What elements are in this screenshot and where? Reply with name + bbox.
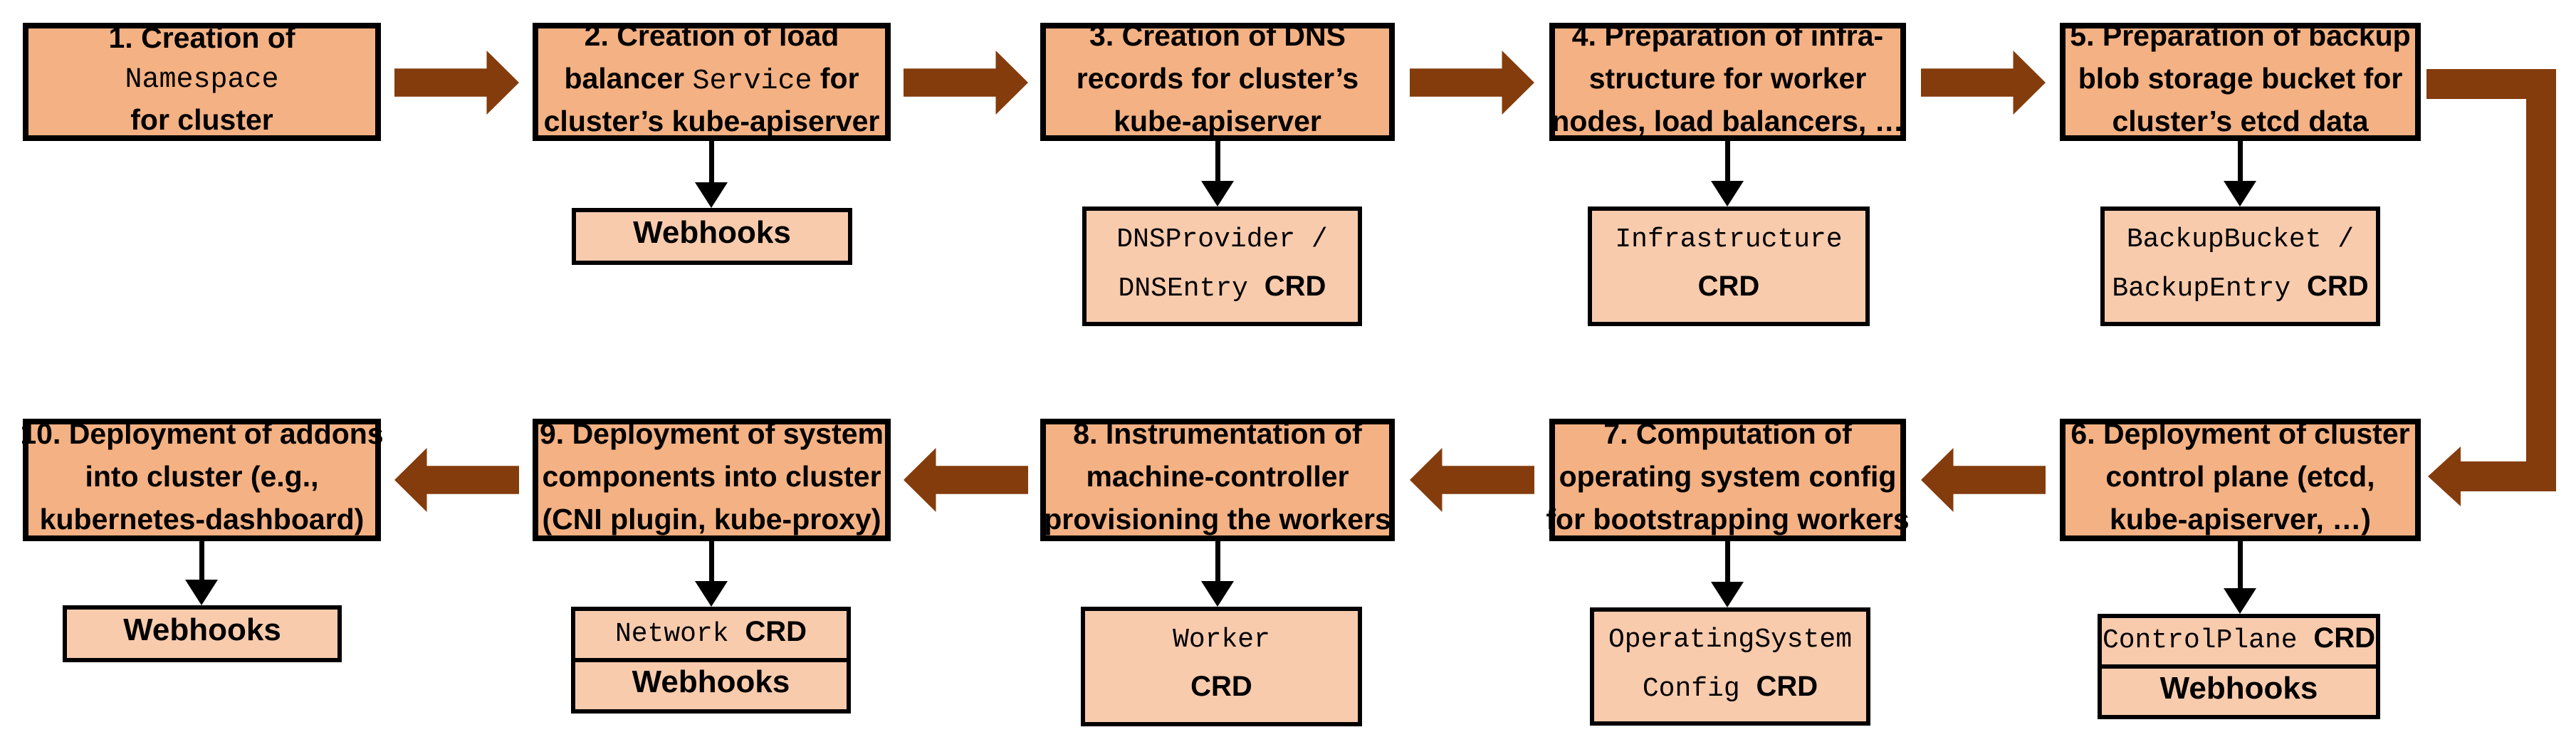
- network-crd-box: Network CRD: [571, 607, 851, 662]
- webhooks-box-step10: Webhooks: [63, 605, 342, 662]
- connector-arrow-icon: [1711, 541, 1744, 607]
- connector-arrow-icon: [1711, 141, 1744, 207]
- flow-arrow-right-icon: [1921, 51, 2046, 115]
- connector-arrow-icon: [695, 141, 728, 208]
- flow-arrow-left-icon: [904, 448, 1028, 512]
- webhooks-box-step6: Webhooks: [2098, 664, 2380, 719]
- webhooks-box-step2: Webhooks: [572, 208, 852, 265]
- webhooks-box-step9: Webhooks: [571, 658, 851, 714]
- flow-arrow-right-icon: [394, 51, 519, 115]
- connector-arrow-icon: [1201, 141, 1234, 207]
- connector-arrow-icon: [695, 541, 728, 607]
- step-box-4: 4. Preparation of infra-structure for wo…: [1549, 19, 1906, 141]
- connector-arrow-icon: [2224, 141, 2256, 207]
- flow-arrow-left-icon: [394, 448, 519, 512]
- flow-arrow-right-icon: [1410, 51, 1534, 115]
- flow-arrow-left-icon: [1921, 448, 2046, 512]
- connector-arrow-icon: [1201, 541, 1234, 607]
- connector-arrow-icon: [185, 541, 218, 605]
- dnsprovider-dnsentry-crd-box: DNSProvider /DNSEntry CRD: [1082, 207, 1362, 326]
- controlplane-crd-box: ControlPlane CRD: [2098, 614, 2380, 669]
- flow-arrow-right-icon: [904, 51, 1028, 115]
- flow-arrow-left-icon: [1410, 448, 1534, 512]
- connector-arrow-icon: [2224, 541, 2256, 614]
- backupbucket-backupentry-crd-box: BackupBucket /BackupEntry CRD: [2100, 207, 2380, 326]
